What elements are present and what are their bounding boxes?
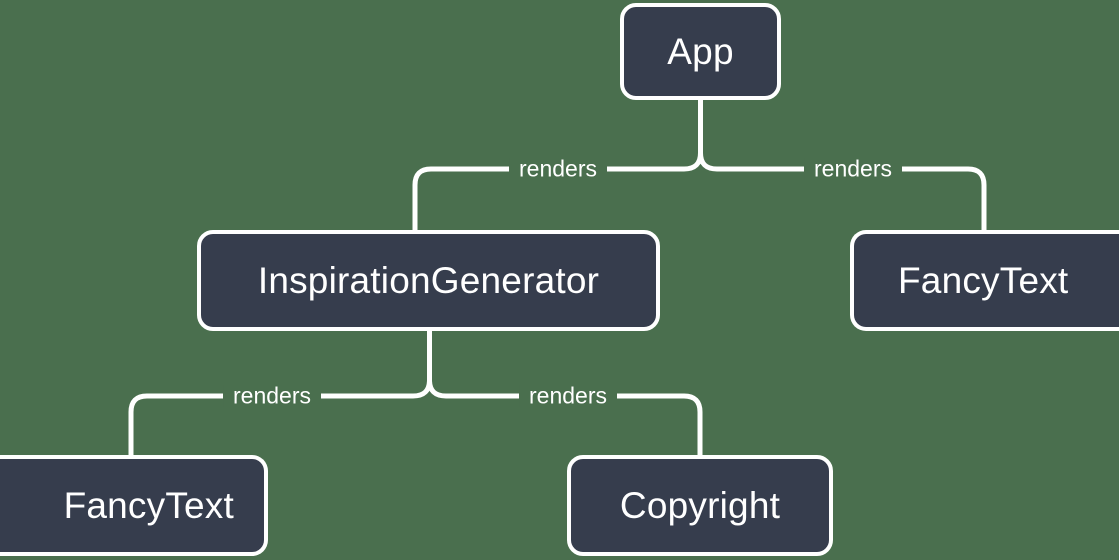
- edge-label-app-to-fancytext-right: renders: [804, 157, 902, 181]
- edge-label-inspirationgenerator-to-copyright: renders: [519, 384, 617, 408]
- node-copyright-label: Copyright: [619, 485, 781, 526]
- node-inspirationgenerator[interactable]: InspirationGenerator: [197, 230, 660, 331]
- edge-label-inspirationgenerator-to-fancytext-left: renders: [223, 384, 321, 408]
- edge-app-to-fancytext-right: [698, 152, 987, 230]
- node-fancytext-right-label: FancyText: [898, 260, 1069, 301]
- node-copyright[interactable]: Copyright: [567, 455, 833, 556]
- node-fancytext-left[interactable]: FancyText: [0, 455, 268, 556]
- node-app-label: App: [667, 31, 734, 72]
- edge-inspirationgenerator-to-fancytext-left: [128, 379, 432, 455]
- edge-app-to-inspirationgenerator: [412, 152, 703, 230]
- node-app[interactable]: App: [620, 3, 781, 100]
- node-inspirationgenerator-label: InspirationGenerator: [257, 260, 600, 301]
- node-fancytext-right[interactable]: FancyText: [850, 230, 1119, 331]
- edge-label-app-to-inspirationgenerator: renders: [509, 157, 607, 181]
- node-fancytext-left-label: FancyText: [63, 485, 234, 526]
- edge-inspirationgenerator-to-copyright: [427, 379, 703, 455]
